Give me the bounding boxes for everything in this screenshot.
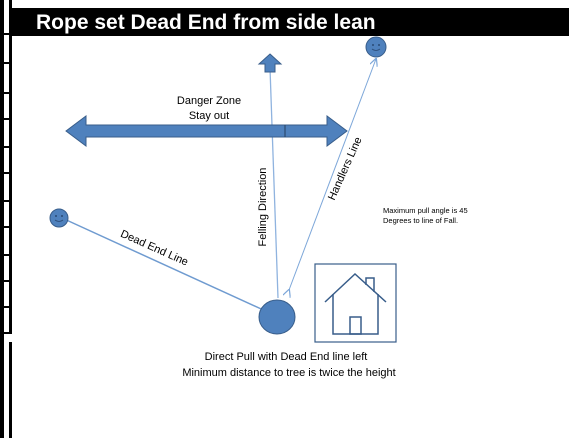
danger-zone-label: Danger Zone (177, 95, 241, 107)
felling-direction-line (269, 67, 279, 299)
edge-tick (0, 146, 12, 148)
edge-tick (0, 200, 12, 202)
edge-tick (0, 62, 12, 64)
stay-out-label: Stay out (189, 110, 229, 122)
edge-tick (0, 33, 12, 35)
tree-icon (258, 299, 296, 335)
left-edge-border (0, 0, 4, 438)
handlers-line (289, 59, 376, 290)
double-arrow-icon (65, 115, 348, 147)
edge-tick (0, 92, 12, 94)
max-pull-angle-note: Maximum pull angle is 45 (383, 206, 468, 215)
left-inner-border-lower (9, 342, 12, 438)
edge-tick (0, 332, 12, 334)
edge-tick (0, 226, 12, 228)
smiley-face-icon (49, 208, 69, 228)
edge-tick (0, 118, 12, 120)
page-title: Rope set Dead End from side lean (36, 11, 376, 34)
handlers-line-label: Handlers Line (326, 135, 365, 202)
edge-tick (0, 280, 12, 282)
dead-end-line (61, 217, 271, 314)
smiley-face-icon (365, 36, 387, 58)
left-inner-border (9, 0, 12, 332)
arrow-up-icon (257, 53, 283, 73)
max-pull-angle-note-2: Degrees to line of Fall. (383, 216, 458, 225)
edge-tick (0, 306, 12, 308)
title-banner (12, 8, 569, 36)
edge-tick (0, 172, 12, 174)
felling-direction-label: Felling Direction (257, 168, 269, 247)
caption-line-1: Direct Pull with Dead End line left (205, 351, 368, 363)
house-icon (314, 263, 397, 343)
caption-line-2: Minimum distance to tree is twice the he… (182, 367, 395, 379)
edge-tick (0, 254, 12, 256)
